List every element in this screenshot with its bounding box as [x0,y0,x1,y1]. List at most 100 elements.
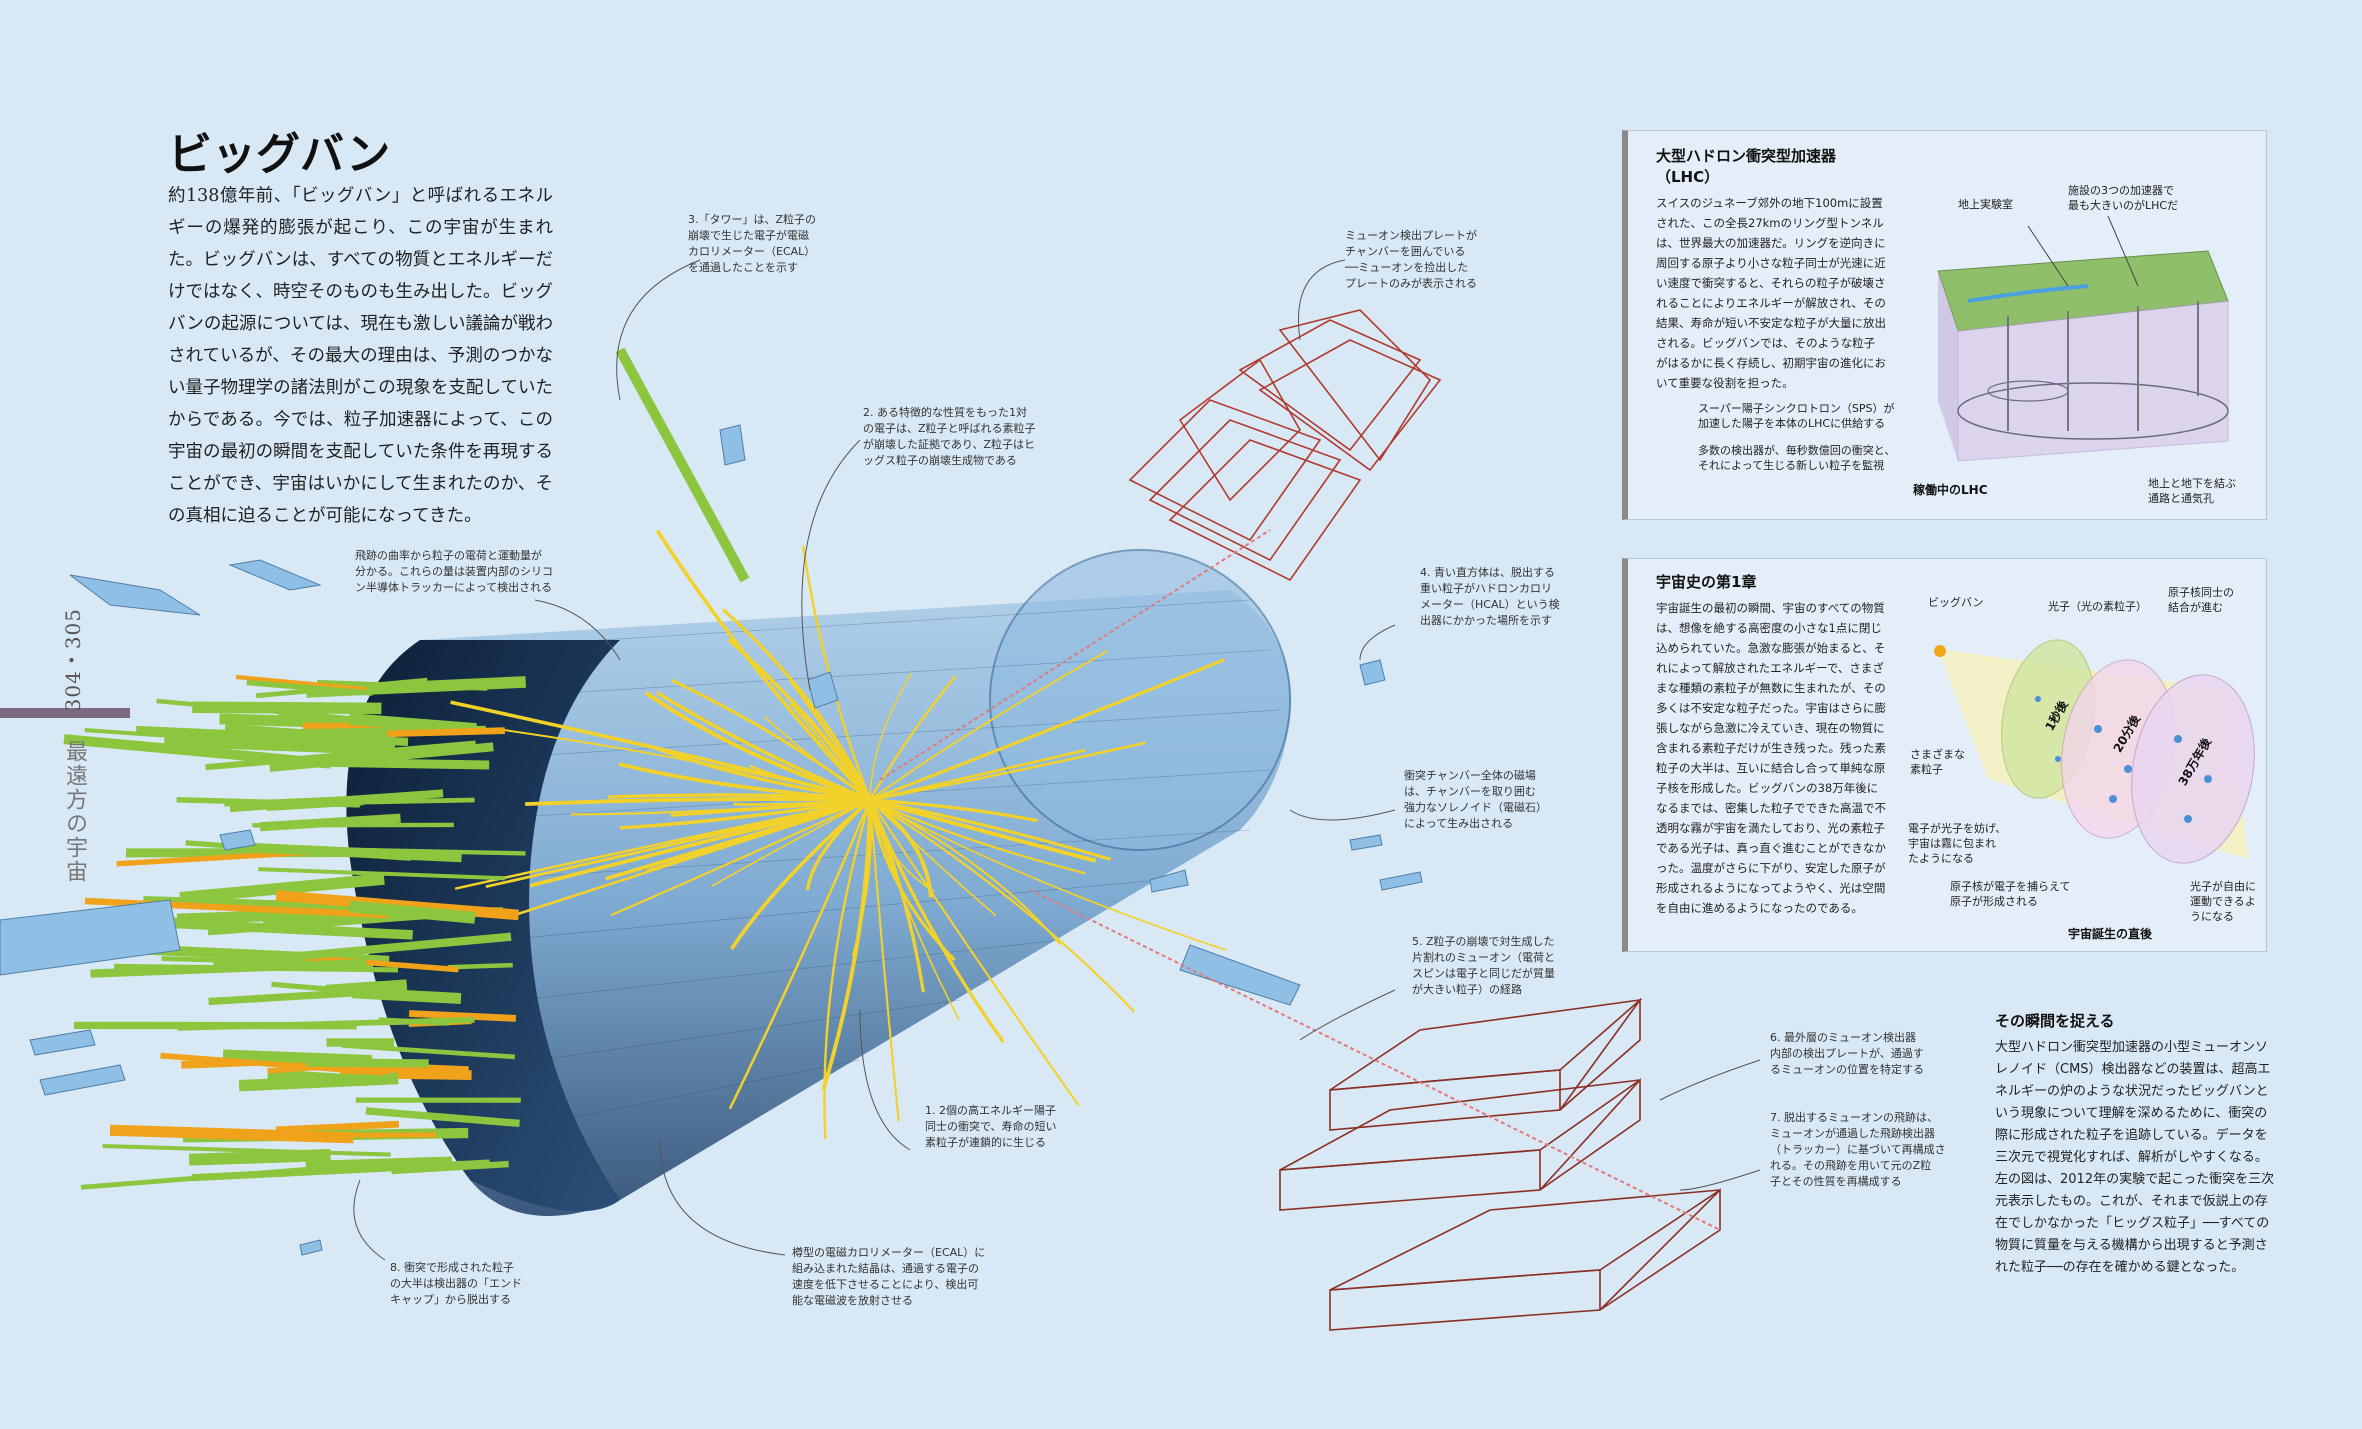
section-title: 最遠方の宇宙 [62,740,87,884]
track-line [869,799,1080,1107]
track-line [610,798,871,917]
calorimeter-tower [276,1165,366,1178]
calorimeter-tower [188,1149,331,1166]
track-line [764,716,871,801]
calorimeter-tower [306,1058,429,1068]
annotation-outer-muon: 6. 最外層のミューオン検出器 内部の検出プレートが、通過す るミューオンの位置… [1770,1031,1924,1076]
calorimeter-tower [267,1069,358,1086]
calorimeter-tower [391,1160,509,1175]
calorimeter-tower [448,962,513,970]
calorimeter-tower [177,1017,475,1031]
track-line [869,799,1135,1013]
annotation-tower: 3.「タワー」は、Z粒子の 崩壊で生じた電子が電磁 カロリメーター（ECAL） … [688,213,817,274]
track-line [711,799,871,887]
track-line [653,745,871,802]
track-line [869,741,1146,802]
lhc-box-title: 大型ハドロン衝突型加速器（LHC） [1656,147,1837,186]
early-universe-diagram [1934,639,2255,864]
calorimeter-tower [365,1107,520,1128]
history-label-atoms: 原子核が電子を捕らえて 原子が形成される [1950,880,2071,908]
track-line [525,797,871,806]
track-line [805,798,872,891]
history-label-photon: 光子（光の素粒子） [2048,600,2147,613]
calorimeter-tower [179,873,385,904]
history-box-title: 宇宙史の第1章 [1656,573,1757,591]
track-line [670,798,871,817]
track-line [656,691,871,802]
lhc-label-detectors: 多数の検出器が、毎秒数億回の衝突と、 それによって生じる新しい粒子を監視 [1698,444,1896,472]
annotation-collision: 1. 2個の高エネルギー陽子 同士の衝突で、寿命の短い 素粒子が連鎖的に生じる [925,1104,1057,1149]
calorimeter-tower [164,736,390,756]
calorimeter-tower [160,1052,387,1076]
track-line [869,799,960,1021]
annotation-endcap: 8. 衝突で形成された粒子 の大半は検出器の「エンド キャップ」から脱出する [390,1261,522,1306]
track-line [644,691,871,802]
capture-moment-section: その瞬間を捉える 大型ハドロン衝突型加速器の小型ミューオンソレノイド（CMS）検… [1995,1010,2275,1279]
calorimeter-tower [275,1120,400,1134]
track-line [823,799,872,1140]
lhc-label-largest: 施設の3つの加速器で 最も大きいのがLHCだ [2068,184,2179,212]
calorimeter-tower [291,953,459,973]
track-line [869,650,1108,801]
history-caption: 宇宙誕生の直後 [2068,927,2153,941]
calorimeter-tower [235,674,367,692]
calorimeter-tower [213,932,512,969]
calorimeter-tower [109,1124,354,1144]
track-line [869,658,1225,802]
annotation-tracker: 飛跡の曲率から粒子の電荷と運動量が 分かる。これらの量は装置内部のシリコ ン半導… [355,549,553,594]
calorimeter-tower [90,959,367,978]
track-line [727,638,872,801]
intro-paragraph: 約138億年前、「ビッグバン」と呼ばれるエネルギーの爆発的膨張が起こり、この宇宙… [168,186,553,526]
track-line [450,700,871,802]
track-line [868,675,957,801]
calorimeter-tower [408,1010,517,1022]
history-label-big-bang: ビッグバン [1928,596,1984,609]
electron-tracks [450,529,1226,1140]
leader-lines [353,259,1761,1261]
calorimeter-tower [246,679,373,696]
history-info-box: 宇宙史の第1章 宇宙誕生の最初の瞬間、宇宙のすべての物質は、想像を絶する高密度の… [1622,558,2267,952]
muon-trajectory-upper [879,529,1271,781]
track-line [869,798,1112,861]
page-numbers: 304・305 [61,608,85,712]
calorimeter-tower [269,742,494,772]
annotation-ecal: 樽型の電磁カロリメーター（ECAL）に 組み込まれた結晶は、通過する電子の 速度… [792,1246,986,1307]
calorimeter-tower [102,1143,391,1157]
page-title: ビッグバン [168,129,391,180]
annotation-muon-plate: ミューオン検出プレートが チャンバーを囲んでいる ──ミューオンを捡出した プレ… [1345,229,1477,290]
history-label-nuclei: 原子核同士の 結合が進む [2168,586,2234,614]
moment-title: その瞬間を捉える [1995,1012,2115,1030]
track-line [583,799,871,866]
calorimeter-tower [305,1156,452,1170]
calorimeter-tower [205,740,476,771]
annotation-escaping-muon: 7. 脱出するミューオンの飛跡は、 ミューオンが通過した飛跡検出器 （トラッカー… [1770,1111,1946,1188]
track-line [821,799,872,1091]
moment-text: 大型ハドロン衝突型加速器の小型ミューオンソレノイド（CMS）検出器などの装置は、… [1995,1040,2275,1275]
calorimeter-tower [341,1043,516,1060]
muon-chamber-lower [1279,997,1721,1331]
track-line [777,685,871,801]
section-bar [0,708,130,718]
calorimeter-tower [208,987,382,1006]
lhc-info-box: 大型ハドロン衝突型加速器（LHC） スイスのジュネーブ郊外の地下100mに設置さ… [1622,130,2267,520]
track-line [655,529,872,802]
track-line [868,799,900,1122]
calorimeter-tower [387,727,505,738]
history-label-particles: さまざまな 素粒子 [1910,748,1965,776]
calorimeter-tower [84,897,389,919]
track-line [869,798,1086,875]
history-text-block: 宇宙史の第1章 宇宙誕生の最初の瞬間、宇宙のすべての物質は、想像を絶する高密度の… [1656,571,1888,918]
track-line [868,799,1005,1043]
calorimeter-tower [147,917,413,940]
track-line [869,798,1038,823]
lhc-diagram [1937,215,2229,462]
lhc-label-sps: スーパー陽子シンクロトロン（SPS）が 加速した陽子を本体のLHCに供給する [1698,402,1895,430]
lhc-box-text: スイスのジュネーブ郊外の地下100mに設置された、この全長27kmのリング型トン… [1656,196,1886,390]
calorimeter-tower [348,900,476,924]
calorimeter-tower [176,796,360,808]
calorimeter-towers [63,674,526,1190]
annotation-magnet: 衝突チャンバー全体の磁場 は、チャンバーを取り囲む 強力なソレノイド（電磁石） … [1404,769,1547,830]
muon-trajectory [1029,889,1721,1231]
